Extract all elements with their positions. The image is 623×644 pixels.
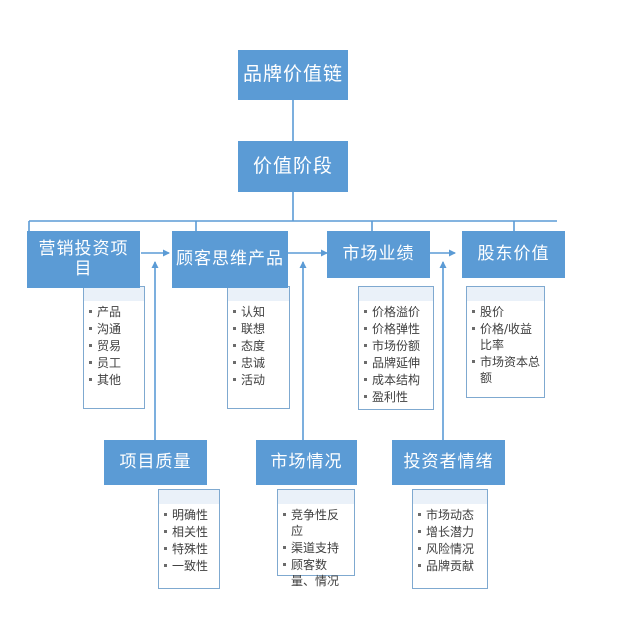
list-band [413, 490, 487, 504]
node-multiplier-1[interactable]: 项目质量 [104, 440, 207, 485]
node-root-label: 品牌价值链 [242, 63, 343, 86]
node-stage-2-label: 顾客思维产品 [176, 248, 284, 269]
list-item: 认知 [233, 304, 285, 320]
node-stage-2[interactable]: 顾客思维产品 [172, 231, 288, 288]
list-multiplier-2: 竞争性反应 渠道支持 顾客数量、情况 [277, 489, 355, 588]
list-stage-4: 股价 价格/收益比率 市场资本总额 [466, 286, 545, 398]
list-stage-2: 认知 联想 态度 忠诚 活动 [227, 286, 290, 409]
list-item: 成本结构 [364, 372, 429, 388]
node-stage-4[interactable]: 股东价值 [462, 231, 565, 278]
list-items: 竞争性反应 渠道支持 顾客数量、情况 [278, 504, 354, 592]
list-stage-3: 价格溢价 价格弹性 市场份额 品牌延伸 成本结构 盈利性 [358, 286, 434, 410]
list-stage-1: 产品 沟通 贸易 员工 其他 [83, 286, 145, 409]
list-item: 价格溢价 [364, 304, 429, 320]
list-item: 相关性 [164, 524, 215, 540]
list-items: 明确性 相关性 特殊性 一致性 [159, 504, 219, 577]
list-band [159, 490, 219, 504]
list-item: 其他 [89, 372, 140, 388]
node-multiplier-2[interactable]: 市场情况 [256, 440, 357, 485]
list-item: 渠道支持 [283, 540, 350, 556]
list-item: 态度 [233, 338, 285, 354]
list-items: 产品 沟通 贸易 员工 其他 [84, 301, 144, 391]
list-multiplier-3: 市场动态 增长潜力 风险情况 品牌贡献 [412, 489, 488, 589]
list-band [228, 287, 289, 301]
list-item: 股价 [472, 304, 540, 320]
list-item: 价格/收益比率 [472, 321, 540, 353]
list-item: 市场资本总额 [472, 354, 540, 386]
node-multiplier-3[interactable]: 投资者情绪 [392, 440, 505, 485]
list-multiplier-1: 明确性 相关性 特殊性 一致性 [158, 489, 220, 589]
list-item: 活动 [233, 372, 285, 388]
list-item: 忠诚 [233, 355, 285, 371]
node-stage-3-label: 市场业绩 [342, 243, 415, 264]
list-item: 员工 [89, 355, 140, 371]
list-item: 风险情况 [418, 541, 483, 557]
node-stage-1-label: 营销投资项目 [38, 238, 129, 279]
list-item: 贸易 [89, 338, 140, 354]
node-stage-4-label: 股东价值 [477, 243, 550, 264]
list-item: 品牌贡献 [418, 558, 483, 574]
list-items: 市场动态 增长潜力 风险情况 品牌贡献 [413, 504, 487, 577]
list-item: 明确性 [164, 507, 215, 523]
list-items: 价格溢价 价格弹性 市场份额 品牌延伸 成本结构 盈利性 [359, 301, 433, 408]
list-item: 价格弹性 [364, 321, 429, 337]
list-item: 品牌延伸 [364, 355, 429, 371]
list-band [278, 490, 354, 504]
list-item: 增长潜力 [418, 524, 483, 540]
node-stage-label: 价值阶段 [252, 154, 333, 177]
node-root[interactable]: 品牌价值链 [238, 50, 348, 100]
list-item: 产品 [89, 304, 140, 320]
node-stage-3[interactable]: 市场业绩 [327, 231, 430, 278]
list-item: 竞争性反应 [283, 507, 350, 539]
list-items: 股价 价格/收益比率 市场资本总额 [467, 301, 544, 389]
list-items: 认知 联想 态度 忠诚 活动 [228, 301, 289, 391]
list-item: 市场动态 [418, 507, 483, 523]
list-band [359, 287, 433, 301]
list-item: 市场份额 [364, 338, 429, 354]
list-band [84, 287, 144, 301]
node-stage[interactable]: 价值阶段 [238, 141, 348, 192]
node-multiplier-1-label: 项目质量 [119, 451, 192, 472]
list-item: 沟通 [89, 321, 140, 337]
list-band [467, 287, 544, 301]
list-item: 顾客数量、情况 [283, 557, 350, 589]
list-item: 一致性 [164, 558, 215, 574]
list-item: 联想 [233, 321, 285, 337]
node-stage-1[interactable]: 营销投资项目 [27, 231, 140, 288]
list-item: 盈利性 [364, 389, 429, 405]
list-item: 特殊性 [164, 541, 215, 557]
node-multiplier-3-label: 投资者情绪 [403, 451, 494, 472]
node-multiplier-2-label: 市场情况 [270, 451, 343, 472]
